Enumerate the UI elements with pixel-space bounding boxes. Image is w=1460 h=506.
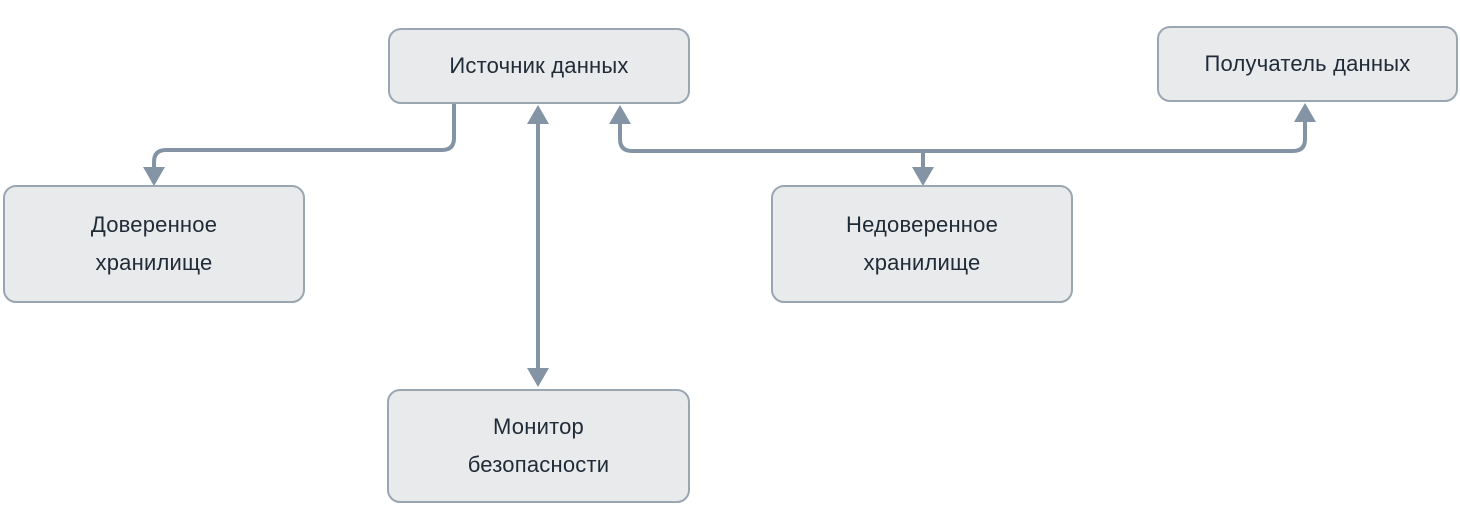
node-label: Получатель данных <box>1204 51 1411 76</box>
node-data-receiver: Получатель данных <box>1157 26 1458 102</box>
node-label: Доверенное хранилище <box>90 212 218 275</box>
arrow-down-icon <box>912 167 934 186</box>
arrow-up-icon <box>609 105 631 124</box>
node-trusted-storage: Доверенное хранилище <box>3 185 305 303</box>
arrow-up-icon <box>1294 103 1316 122</box>
arrow-up-icon <box>527 105 549 124</box>
node-label: Недоверенное хранилище <box>845 212 999 275</box>
arrow-down-icon <box>143 167 165 186</box>
arrow-down-icon <box>527 368 549 387</box>
node-label: Источник данных <box>449 53 629 78</box>
node-data-source: Источник данных <box>388 28 690 104</box>
connector-source-untrusted-receiver <box>609 103 1316 186</box>
node-security-monitor: Монитор безопасности <box>387 389 690 503</box>
connector-source-to-security-monitor <box>527 105 549 387</box>
node-label: Монитор безопасности <box>467 414 610 477</box>
connector-line <box>618 121 1307 153</box>
node-untrusted-storage: Недоверенное хранилище <box>771 185 1073 303</box>
connector-line <box>152 104 456 168</box>
connector-source-to-trusted-storage <box>143 104 456 186</box>
